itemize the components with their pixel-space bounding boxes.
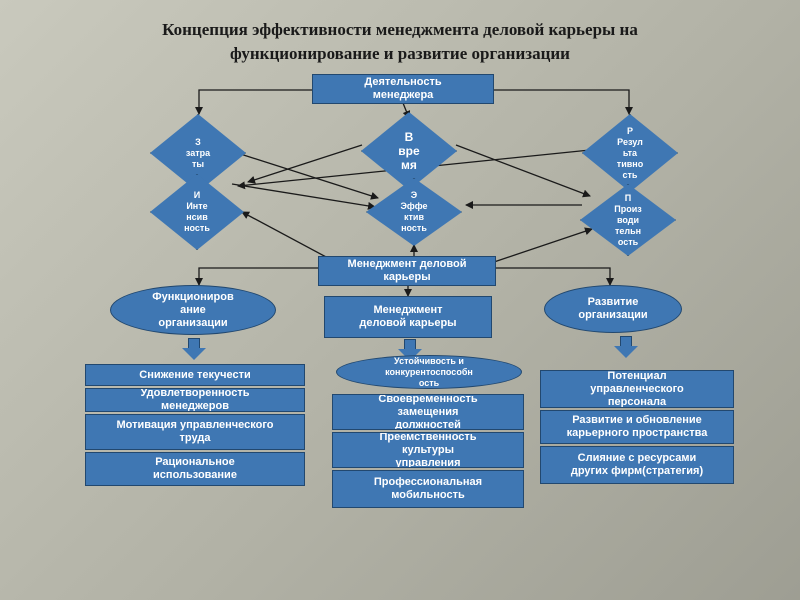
- stability-competitiveness-label: Устойчивость и конкурентоспособн ость: [385, 355, 473, 388]
- diamond-results-label: Р Резул ьта тивно сть: [616, 125, 644, 180]
- organization-development-label: Развитие организации: [578, 296, 648, 321]
- diamond-intensity: И Инте нсив ность: [150, 174, 244, 250]
- career-management-sub-label: Менеджмент деловой карьеры: [359, 304, 457, 329]
- connector-center-to-left: [195, 267, 318, 286]
- connector-top-to-costs: [195, 89, 312, 115]
- diamond-productivity-label: П Произ води тельн ость: [614, 192, 642, 247]
- diamond-time-label: В вре мя: [398, 130, 420, 172]
- middle-item-timely-replacement: Своевременность замещения должностей: [332, 394, 524, 430]
- page-title-line-2: функционирование и развитие организации: [230, 44, 570, 63]
- connector-time-to-intensity: [247, 144, 363, 184]
- connector-center-to-intensity: [241, 211, 329, 259]
- page-title: Концепция эффективности менеджмента дело…: [0, 18, 800, 66]
- connector-costs-to-efficiency: [227, 149, 379, 200]
- manager-activity-box: Деятельность менеджера: [312, 74, 494, 104]
- organization-development-oval: Развитие организации: [544, 285, 682, 333]
- diamond-efficiency: Э Эффе ктив ность: [366, 178, 462, 246]
- diamond-time: В вре мя: [361, 112, 457, 190]
- right-down-arrow-icon: [614, 336, 638, 358]
- left-item-motivation: Мотивация управленческого труда: [85, 414, 305, 450]
- career-management-label: Менеджмент деловой карьеры: [347, 258, 467, 283]
- middle-item-professional-mobility: Профессиональная мобильность: [332, 470, 524, 508]
- career-management-sub-box: Менеджмент деловой карьеры: [324, 296, 492, 338]
- connector-time-to-productivity: [455, 144, 591, 198]
- diamond-productivity: П Произ води тельн ость: [580, 184, 676, 256]
- stability-competitiveness-oval: Устойчивость и конкурентоспособн ость: [336, 355, 522, 389]
- diamond-costs-label: З затра ты: [185, 136, 211, 169]
- manager-activity-label: Деятельность менеджера: [364, 76, 442, 101]
- left-item-satisfaction: Удовлетворенность менеджеров: [85, 388, 305, 412]
- connector-top-to-results: [494, 89, 633, 115]
- left-down-arrow-icon: [182, 338, 206, 360]
- left-item-turnover: Снижение текучести: [85, 364, 305, 386]
- diamond-efficiency-label: Э Эффе ктив ность: [400, 190, 428, 233]
- organization-functioning-oval: Функциониров ание организации: [110, 285, 276, 335]
- connector-intensity-to-efficiency: [231, 183, 376, 210]
- connector-center-to-right: [496, 267, 614, 286]
- career-management-box: Менеджмент деловой карьеры: [318, 256, 496, 286]
- right-item-career-space-renewal: Развитие и обновление карьерного простра…: [540, 410, 734, 444]
- page-title-line-1: Концепция эффективности менеджмента дело…: [162, 20, 638, 39]
- organization-functioning-label: Функциониров ание организации: [152, 290, 234, 329]
- left-item-rational-use: Рациональное использование: [85, 452, 305, 486]
- connector-center-to-productivity: [493, 227, 593, 263]
- diamond-intensity-label: И Инте нсив ность: [184, 190, 210, 233]
- middle-item-culture-continuity: Преемственность культуры управления: [332, 432, 524, 468]
- right-item-management-potential: Потенциал управленческого персонала: [540, 370, 734, 408]
- diamond-results: Р Резул ьта тивно сть: [582, 114, 678, 192]
- right-item-resource-merger: Слияние с ресурсами других фирм(стратеги…: [540, 446, 734, 484]
